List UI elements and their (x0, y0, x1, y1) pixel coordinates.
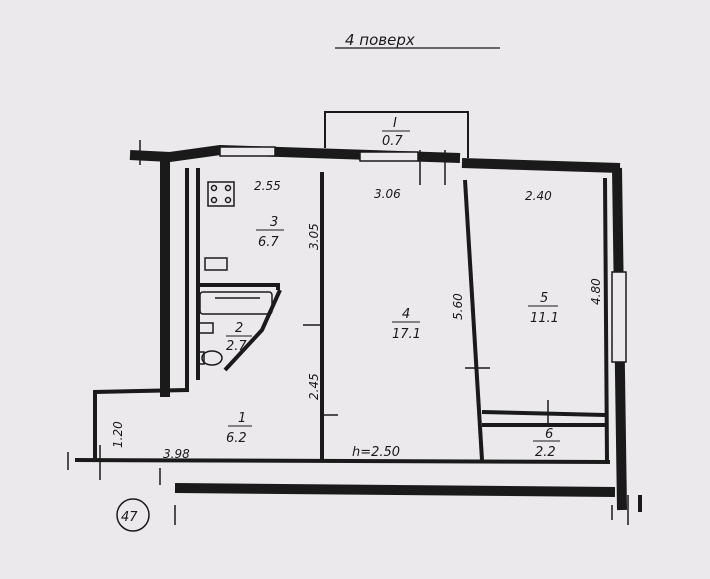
room-5-number: 5 (540, 291, 548, 306)
balcony-label: I 0.7 (382, 116, 410, 149)
room-1-number: 1 (238, 411, 246, 426)
room-2-number: 2 (235, 321, 243, 336)
room-5-area: 11.1 (530, 311, 559, 326)
dim-2-40: 2.40 (525, 189, 552, 203)
room-2-area: 2.7 (226, 339, 247, 354)
room-1-area: 6.2 (226, 431, 247, 446)
dimension-labels: 2.55 3.06 2.40 3.05 5.60 4.80 2.45 1.20 … (111, 179, 603, 461)
balcony (324, 111, 469, 158)
room-4: 4 17.1 (392, 307, 421, 342)
room-6-number: 6 (545, 427, 553, 442)
dim-2-55: 2.55 (254, 179, 281, 193)
dim-3-06: 3.06 (374, 187, 401, 201)
room-3-number: 3 (270, 215, 278, 230)
room-4-area: 17.1 (392, 327, 421, 342)
dim-1-20: 1.20 (111, 421, 125, 448)
room-2: 2 2.7 (226, 321, 252, 354)
balcony-number: I (393, 116, 397, 131)
room-6: 6 2.2 (533, 427, 560, 460)
room-3-area: 6.7 (258, 235, 279, 250)
dim-3-98: 3.98 (163, 447, 190, 461)
interior-walls (74, 168, 642, 512)
kitchen-stove-icon (207, 181, 235, 207)
room-6-area: 2.2 (535, 445, 556, 460)
dim-2-45: 2.45 (307, 373, 321, 400)
floor-title: 4 поверх (335, 31, 500, 49)
dim-5-60: 5.60 (451, 293, 465, 320)
room-1: 1 6.2 (226, 411, 252, 446)
door-marks (67, 140, 629, 525)
ceiling-height: h=2.50 (352, 445, 400, 460)
toilet-icon (197, 350, 223, 366)
apartment-number-badge: 47 (116, 498, 150, 532)
room-5: 5 11.1 (528, 291, 559, 326)
apartment-number: 47 (121, 510, 138, 525)
windows (219, 146, 627, 363)
washbasin-icon (198, 322, 214, 334)
bathtub-icon (199, 291, 273, 315)
floor-label: 4 поверх (345, 31, 415, 49)
balcony-area: 0.7 (382, 134, 403, 149)
room-4-number: 4 (402, 307, 410, 322)
kitchen-sink-icon (204, 257, 228, 271)
dim-3-05: 3.05 (307, 223, 321, 250)
dim-4-80: 4.80 (589, 278, 603, 305)
room-3: 3 6.7 (256, 215, 284, 250)
room-labels: 1 6.2 2 2.7 3 6.7 4 17.1 5 11.1 6 2.2 (226, 116, 560, 460)
